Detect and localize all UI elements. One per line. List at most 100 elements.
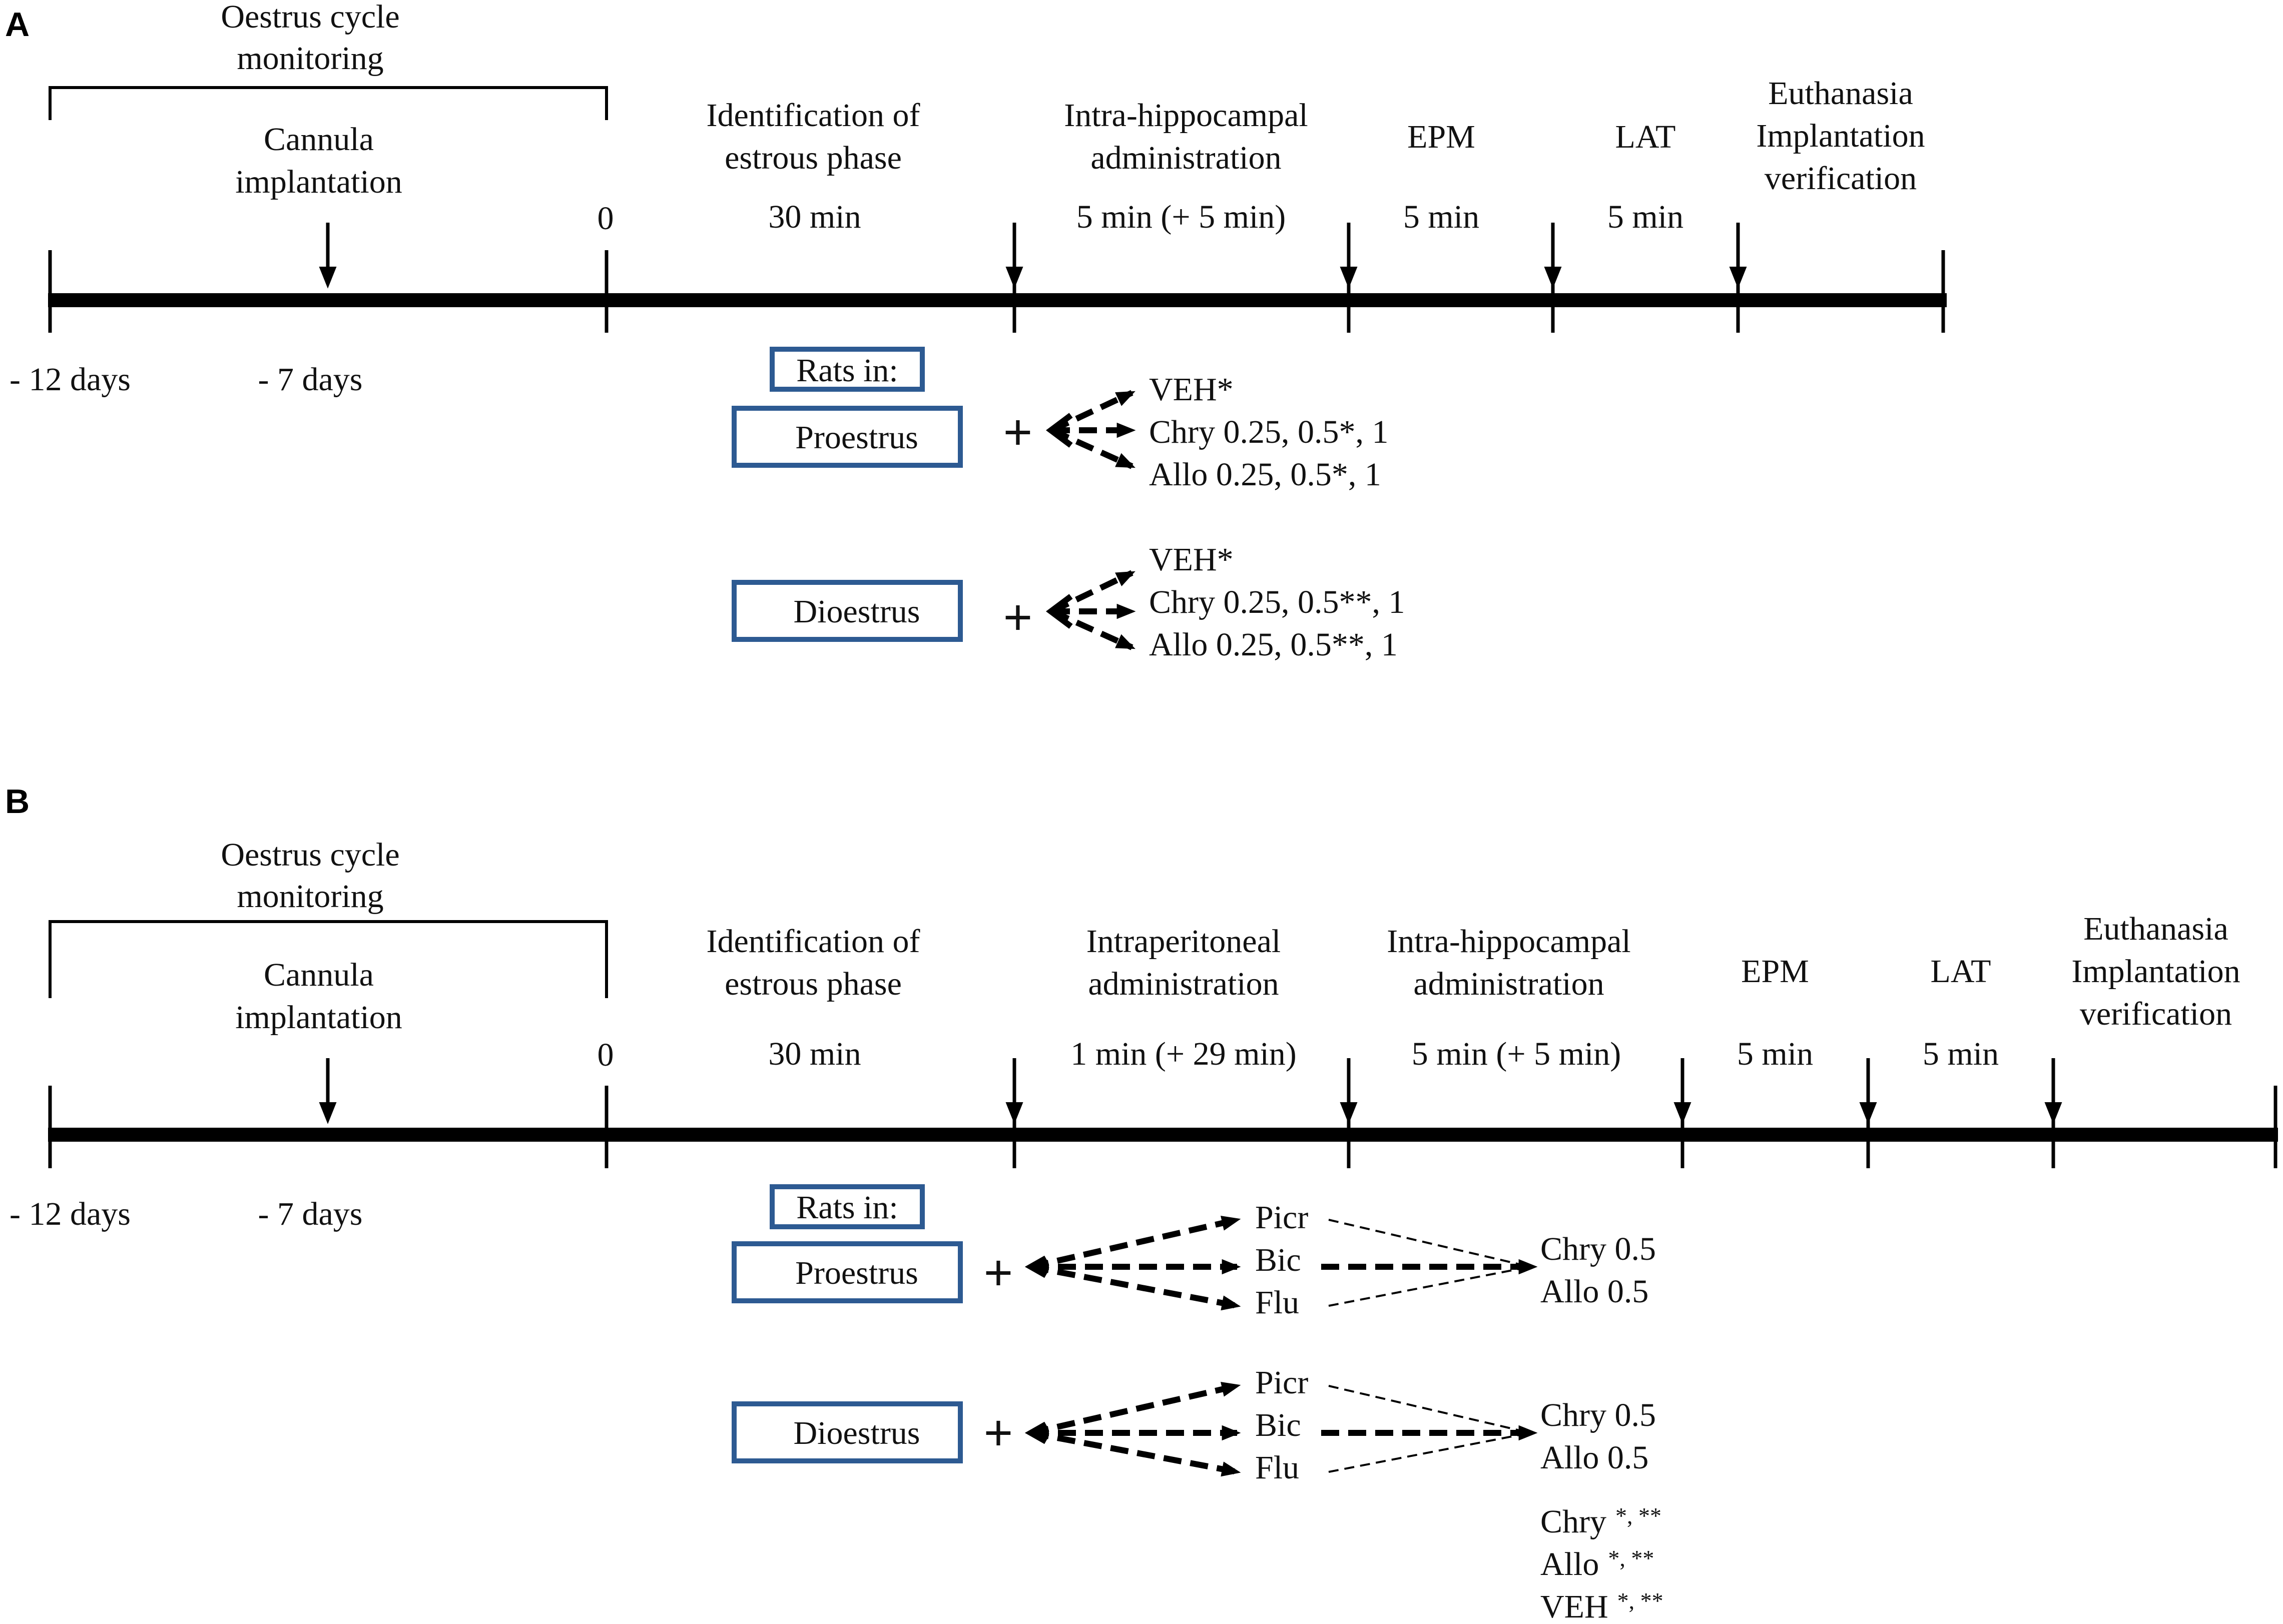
intra-hippocampal-label-line1: Intra-hippocampal bbox=[1064, 97, 1308, 134]
proestrus-label-b: Proestrus bbox=[795, 1255, 918, 1291]
control-veh-mark: *, ** bbox=[1617, 1588, 1663, 1613]
dioestrus-treatment-chry: Chry 0.25, 0.5**, 1 bbox=[1149, 584, 1405, 620]
day-minus-7-label-b: - 7 days bbox=[258, 1196, 363, 1232]
oestrus-cycle-label-line2: monitoring bbox=[237, 40, 383, 77]
oestrus-cycle-label-b-line1: Oestrus cycle bbox=[221, 837, 399, 873]
control-allo-name: Allo bbox=[1540, 1546, 1599, 1582]
oestrus-cycle-bracket-b bbox=[49, 920, 608, 998]
cannula-label-line1: Cannula bbox=[264, 121, 374, 158]
intra-hippocampal-time: 5 min (+ 5 min) bbox=[1076, 199, 1286, 235]
proestrus-box-b bbox=[732, 1241, 963, 1303]
proestrus-fan-arrows bbox=[1046, 390, 1136, 469]
cannula-label-b-line2: implantation bbox=[235, 999, 402, 1036]
euthanasia-label-b-line2: Implantation bbox=[2071, 953, 2240, 990]
cannula-label-line2: implantation bbox=[235, 164, 402, 200]
dioestrus-target-allo: Allo 0.5 bbox=[1540, 1439, 1648, 1476]
intraperitoneal-time: 1 min (+ 29 min) bbox=[1070, 1036, 1297, 1072]
identification-label-b-line1: Identification of bbox=[706, 923, 920, 960]
intra-hippocampal-label-line2: administration bbox=[1090, 140, 1281, 176]
euthanasia-label-b-line3: verification bbox=[2080, 996, 2232, 1032]
identification-label-line1: Identification of bbox=[706, 97, 920, 134]
panel-b-label: B bbox=[5, 782, 30, 821]
dioestrus-plus-b: + bbox=[984, 1405, 1013, 1461]
oestrus-cycle-bracket bbox=[49, 86, 608, 120]
time-zero-label-b: 0 bbox=[598, 1037, 614, 1073]
lat-time: 5 min bbox=[1607, 199, 1683, 235]
control-chry-name: Chry bbox=[1540, 1503, 1606, 1540]
dioestrus-treatment-veh: VEH* bbox=[1149, 541, 1234, 578]
proestrus-antagonist-arrows bbox=[1024, 1215, 1241, 1311]
proestrus-target-chry: Chry 0.5 bbox=[1540, 1231, 1656, 1267]
lat-label: LAT bbox=[1615, 119, 1676, 155]
control-veh-name: VEH bbox=[1540, 1588, 1608, 1624]
proestrus-treatment-allo: Allo 0.25, 0.5*, 1 bbox=[1149, 456, 1381, 493]
proestrus-antagonist-picr: Picr bbox=[1255, 1199, 1308, 1236]
proestrus-treatment-chry: Chry 0.25, 0.5*, 1 bbox=[1149, 414, 1389, 450]
epm-label-b: EPM bbox=[1741, 953, 1809, 990]
proestrus-antagonist-flu: Flu bbox=[1255, 1284, 1299, 1321]
timeline-ticks-a bbox=[48, 250, 1945, 333]
identification-time-b: 30 min bbox=[768, 1036, 861, 1072]
lat-time-b: 5 min bbox=[1923, 1036, 1999, 1072]
proestrus-antagonist-bic: Bic bbox=[1255, 1242, 1301, 1278]
identification-label-line2: estrous phase bbox=[725, 140, 902, 176]
dioestrus-antagonist-flu: Flu bbox=[1255, 1449, 1299, 1486]
proestrus-plus-b: + bbox=[984, 1245, 1013, 1301]
rats-in-box bbox=[770, 347, 925, 392]
dioestrus-plus: + bbox=[1003, 589, 1032, 645]
proestrus-converge-arrows bbox=[1321, 1219, 1538, 1307]
timeline-arrows-b bbox=[319, 1058, 2062, 1124]
proestrus-target-allo: Allo 0.5 bbox=[1540, 1273, 1648, 1310]
panel-b: B Oestrus cycle monitoring Cannula impla… bbox=[5, 782, 2278, 1624]
intra-hippocampal-label-b-line1: Intra-hippocampal bbox=[1387, 923, 1630, 960]
timeline-arrows-a bbox=[319, 223, 1747, 289]
euthanasia-label-b-line1: Euthanasia bbox=[2083, 911, 2228, 947]
intraperitoneal-label-line2: administration bbox=[1088, 966, 1279, 1002]
control-allo: Allo *, ** bbox=[1540, 1545, 1654, 1582]
intraperitoneal-label-line1: Intraperitoneal bbox=[1086, 923, 1281, 960]
dioestrus-treatment-allo: Allo 0.25, 0.5**, 1 bbox=[1149, 626, 1398, 663]
control-chry-mark: *, ** bbox=[1615, 1503, 1661, 1528]
epm-label: EPM bbox=[1407, 119, 1475, 155]
intra-hippocampal-label-b-line2: administration bbox=[1413, 966, 1604, 1002]
proestrus-box bbox=[732, 406, 963, 468]
control-chry: Chry *, ** bbox=[1540, 1503, 1661, 1540]
intra-hippocampal-time-b: 5 min (+ 5 min) bbox=[1412, 1036, 1621, 1072]
proestrus-label: Proestrus bbox=[795, 419, 918, 456]
timeline-ticks-b bbox=[48, 1086, 2277, 1168]
time-zero-label: 0 bbox=[598, 200, 614, 237]
rats-in-box-b bbox=[770, 1184, 925, 1229]
rats-in-label: Rats in: bbox=[796, 352, 898, 389]
epm-time-b: 5 min bbox=[1737, 1036, 1813, 1072]
day-minus-7-label: - 7 days bbox=[258, 361, 363, 398]
oestrus-cycle-label-line1: Oestrus cycle bbox=[221, 0, 399, 35]
dioestrus-antagonist-arrows bbox=[1024, 1381, 1241, 1477]
epm-time: 5 min bbox=[1403, 199, 1479, 235]
cannula-label-b-line1: Cannula bbox=[264, 957, 374, 993]
dioestrus-box-b bbox=[732, 1401, 963, 1463]
dioestrus-box bbox=[732, 580, 963, 642]
dioestrus-fan-arrows bbox=[1046, 570, 1136, 650]
dioestrus-label-b: Dioestrus bbox=[794, 1415, 920, 1451]
identification-label-b-line2: estrous phase bbox=[725, 966, 902, 1002]
panel-a: A Oestrus cycle monitoring Cannula impla… bbox=[5, 0, 1947, 663]
proestrus-treatment-veh: VEH* bbox=[1149, 371, 1234, 408]
euthanasia-label-line1: Euthanasia bbox=[1768, 75, 1913, 112]
day-minus-12-label-b: - 12 days bbox=[10, 1196, 131, 1232]
dioestrus-antagonist-picr: Picr bbox=[1255, 1364, 1308, 1401]
dioestrus-target-chry: Chry 0.5 bbox=[1540, 1397, 1656, 1433]
proestrus-plus: + bbox=[1003, 404, 1032, 460]
day-minus-12-label: - 12 days bbox=[10, 361, 131, 398]
oestrus-cycle-label-b-line2: monitoring bbox=[237, 878, 383, 915]
panel-a-label: A bbox=[5, 6, 30, 44]
control-veh: VEH *, ** bbox=[1540, 1588, 1663, 1624]
dioestrus-converge-arrows bbox=[1321, 1385, 1538, 1473]
control-allo-mark: *, ** bbox=[1608, 1545, 1654, 1571]
euthanasia-label-line2: Implantation bbox=[1756, 118, 1925, 154]
lat-label-b: LAT bbox=[1931, 953, 1991, 990]
rats-in-label-b: Rats in: bbox=[796, 1189, 898, 1226]
dioestrus-antagonist-bic: Bic bbox=[1255, 1407, 1301, 1443]
euthanasia-label-line3: verification bbox=[1765, 160, 1917, 197]
identification-time: 30 min bbox=[768, 199, 861, 235]
